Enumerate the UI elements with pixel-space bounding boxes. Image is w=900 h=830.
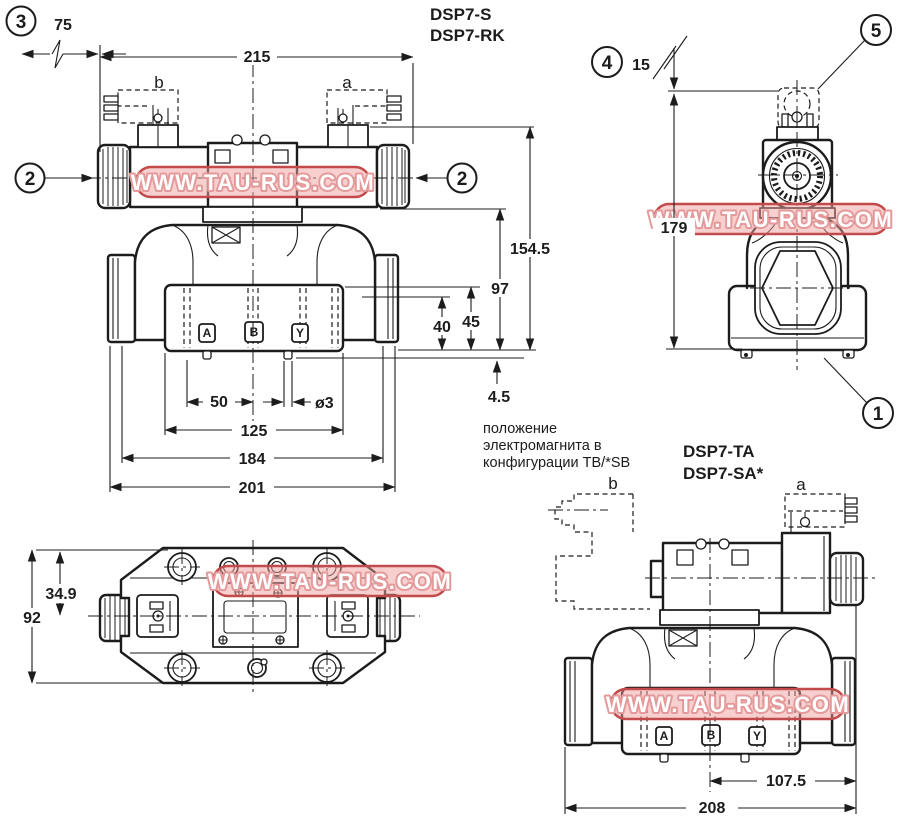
side-view-drawing <box>548 493 877 792</box>
pilot-screw <box>231 134 243 146</box>
din-connector-top-left <box>136 594 179 638</box>
end-view: WWW.TAU-RUS.COM 179 15 4 5 1 <box>591 14 894 429</box>
solenoid-box-left <box>137 105 179 148</box>
watermark-side: WWW.TAU-RUS.COM <box>604 687 851 721</box>
dim-50: 50 <box>210 394 228 411</box>
pilot-window <box>272 149 289 164</box>
port-label-b: B <box>707 728 716 742</box>
locating-pin <box>283 350 293 360</box>
pilot-window <box>214 149 231 164</box>
port-box-b <box>244 321 264 343</box>
end-dimensions: 179 15 <box>632 35 778 350</box>
port-label-b: B <box>250 325 259 339</box>
port-label-y: Y <box>753 729 761 743</box>
front-dimensions: 215 75 154.5 97 45 40 <box>21 17 555 497</box>
side-dimensions: 107.5 208 <box>564 606 857 817</box>
callout-5-circle <box>860 14 892 46</box>
callout-2-right-circle <box>446 162 478 194</box>
front-callouts: 3 2 2 b a <box>5 5 478 194</box>
dim-179: 179 <box>661 220 688 237</box>
din-connector-ghost-top <box>777 87 820 129</box>
watermark-text: WWW.TAU-RUS.COM <box>208 569 453 594</box>
end-cap-right <box>373 253 400 344</box>
end-cap-left <box>106 253 137 344</box>
callout-5: 5 <box>871 21 882 42</box>
port-label-a: A <box>660 729 669 743</box>
port-box-y <box>291 323 309 343</box>
dim-75: 75 <box>54 17 72 34</box>
callout-4-circle <box>591 46 623 78</box>
dim-125: 125 <box>241 423 268 440</box>
din-connector-top-right <box>326 594 369 638</box>
watermark-text: WWW.TAU-RUS.COM <box>606 692 851 717</box>
callout-2-left-circle <box>14 162 46 194</box>
dim-15: 15 <box>632 57 650 74</box>
dim-107-5: 107.5 <box>766 773 806 790</box>
locating-pin <box>202 350 212 360</box>
knob-left-top <box>98 593 132 643</box>
front-view-drawing <box>86 62 446 437</box>
callout-2-left: 2 <box>25 169 36 190</box>
din-connector-ghost-a <box>784 493 858 528</box>
solenoid-block-side <box>780 512 832 615</box>
dim-208: 208 <box>699 800 726 817</box>
manual-override-knob-left <box>96 143 132 210</box>
dim-92: 92 <box>23 610 41 627</box>
port-label-a: A <box>203 326 212 340</box>
callout-1: 1 <box>873 404 884 425</box>
port-box-a <box>198 323 216 343</box>
top-dimensions: 92 34.9 <box>14 549 168 684</box>
solenoid-label-a: a <box>796 475 806 494</box>
callout-3-circle <box>5 5 37 37</box>
pilot-end-cap <box>649 559 665 599</box>
callout-3: 3 <box>16 12 27 33</box>
callout-4: 4 <box>602 53 613 74</box>
model-title-2: DSP7-SA* <box>683 464 764 483</box>
side-view: WWW.TAU-RUS.COM A B Y 107.5 208 b a поло… <box>483 421 877 817</box>
model-title-1: DSP7-TA <box>683 442 754 461</box>
din-connector-ghost-right <box>326 89 402 124</box>
side-labels: b a положение электромагнита в конфигура… <box>483 421 806 494</box>
dim-154-5: 154.5 <box>510 241 550 258</box>
dim-34-9: 34.9 <box>45 586 76 603</box>
front-view: WWW.TAU-RUS.COM A B Y 215 75 <box>5 5 555 497</box>
dim-201: 201 <box>239 480 266 497</box>
model-title-2: DSP7-RK <box>430 26 505 45</box>
solenoid-box-right <box>327 105 369 148</box>
dim-215: 215 <box>244 49 271 66</box>
note-line-1: положение <box>483 421 557 437</box>
knob-side <box>828 551 865 607</box>
note-line-3: конфигурации ТВ/*SB <box>483 455 630 471</box>
callout-2-right: 2 <box>457 169 468 190</box>
model-title-1: DSP7-S <box>430 5 491 24</box>
ghost-solenoid-b <box>554 493 650 610</box>
pilot-screw <box>259 134 271 146</box>
dim-97: 97 <box>491 281 509 298</box>
dim-dia3: ø3 <box>315 395 334 412</box>
watermark-top: WWW.TAU-RUS.COM <box>206 564 453 598</box>
callout-1-circle <box>862 397 894 429</box>
nameplate-x <box>211 226 241 244</box>
watermark-text: WWW.TAU-RUS.COM <box>131 170 376 195</box>
top-view: WWW.TAU-RUS.COM 92 34.9 <box>14 540 453 694</box>
dim-40: 40 <box>433 319 451 336</box>
dim-184: 184 <box>239 451 266 468</box>
valve-main-body <box>106 206 400 360</box>
din-connector-ghost-left <box>103 89 179 124</box>
watermark-front: WWW.TAU-RUS.COM <box>129 165 376 199</box>
end-callouts: 4 5 1 <box>591 14 894 429</box>
dim-4-5: 4.5 <box>488 389 510 406</box>
solenoid-label-b: b <box>608 474 617 493</box>
top-view-drawing <box>88 540 420 694</box>
port-label-y: Y <box>296 326 304 340</box>
note-line-2: электромагнита в <box>483 438 602 454</box>
solenoid-label-a: a <box>342 73 352 92</box>
manual-override-knob-right <box>375 143 411 210</box>
dim-45: 45 <box>462 314 480 331</box>
solenoid-label-b: b <box>154 73 163 92</box>
